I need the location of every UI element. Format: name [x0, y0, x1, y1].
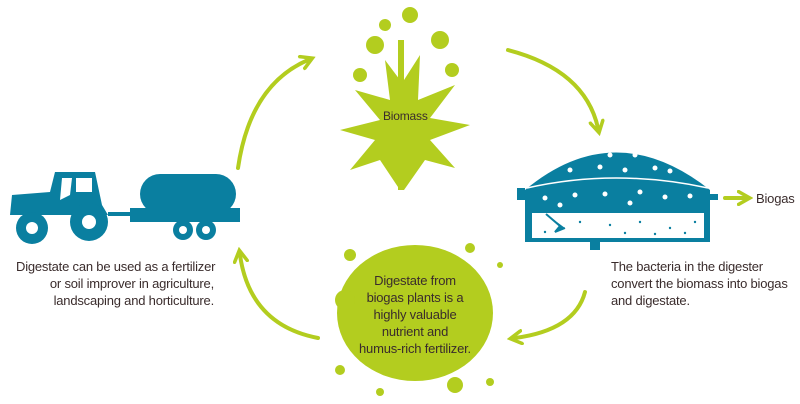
plant-biomass-icon [340, 7, 470, 190]
caption-line: or soil improver in agriculture, [49, 276, 214, 291]
caption-line: Digestate can be used as a fertilizer [16, 259, 216, 274]
caption-line: nutrient and [381, 324, 449, 339]
caption-line: convert the biomass into biogas [611, 276, 788, 291]
caption-line: landscaping and horticulture. [53, 293, 215, 308]
biomass-label: Biomass [383, 109, 428, 123]
caption-line: highly valuable [373, 307, 457, 322]
tractor-caption: Digestate can be used as a fertilizer or… [16, 258, 216, 309]
tractor-tanker-icon [10, 172, 240, 244]
cycle-arrow-icon [238, 48, 598, 338]
digester-caption: The bacteria in the digester convert the… [611, 258, 788, 309]
caption-line: and digestate. [611, 293, 690, 308]
splash-caption: Digestate from biogas plants is a highly… [345, 272, 485, 357]
caption-line: Digestate from [374, 273, 456, 288]
biogas-label: Biogas [756, 191, 795, 206]
digester-icon [517, 152, 745, 250]
green-splash-icon [335, 243, 503, 396]
caption-line: biogas plants is a [366, 290, 464, 305]
caption-line: humus-rich fertilizer. [359, 341, 471, 356]
caption-line: The bacteria in the digester [611, 259, 763, 274]
